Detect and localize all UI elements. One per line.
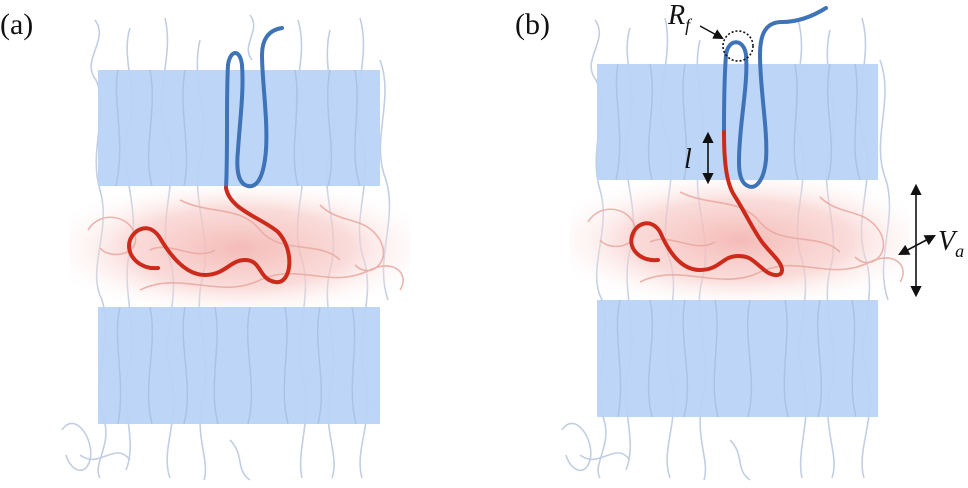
- crystal-lamella-bottom-b: [597, 300, 878, 417]
- tagged-chain-amorphous-a: [127, 186, 292, 285]
- panel-b: (b) Rf l Va: [515, 0, 964, 481]
- amorphous-region-b: [570, 180, 910, 300]
- volume-arrow-diagonal: [898, 234, 936, 256]
- tagged-chain-crystalline-a: [224, 26, 284, 190]
- volume-label: Va: [938, 226, 964, 261]
- panel-a: (a): [0, 8, 410, 481]
- fold-radius-label: Rf: [667, 0, 693, 35]
- tagged-chain-crystalline-b: [722, 6, 828, 189]
- fold-radius-marker: [722, 30, 754, 62]
- length-label: l: [684, 144, 692, 175]
- panel-label-b: (b): [515, 8, 550, 41]
- fold-radius-pointer: [699, 25, 724, 40]
- panel-label-a: (a): [0, 8, 33, 41]
- tagged-chain-amorphous-b: [629, 130, 785, 277]
- crystal-lamella-bottom-a: [98, 307, 380, 424]
